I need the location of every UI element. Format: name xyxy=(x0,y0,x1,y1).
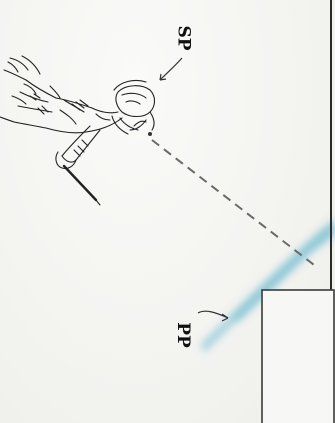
picture-plane-frame xyxy=(261,289,335,423)
eye-point xyxy=(148,132,152,136)
sp-arrow xyxy=(159,57,183,81)
picture-plane-wash-streak xyxy=(232,222,335,322)
station-point-label: SP xyxy=(173,25,194,51)
sight-line xyxy=(151,139,319,269)
seated-artist-sketch-icon xyxy=(0,55,156,206)
picture-plane-label: PP xyxy=(172,322,193,348)
pp-arrow xyxy=(197,310,229,322)
